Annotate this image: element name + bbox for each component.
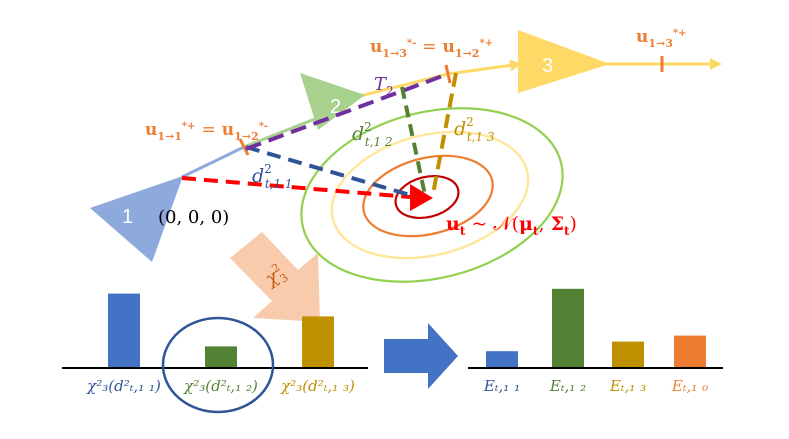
triangles: 1 2 3 xyxy=(90,30,610,262)
uncertainty-ellipses xyxy=(300,107,564,283)
energy-bar-label-3: Eₜ,₁ ₃ xyxy=(609,377,646,395)
chi-bar-label-2: χ²₃(d²ₜ,₁ ₂) xyxy=(183,377,258,395)
distance-lines xyxy=(181,72,458,199)
dash-blue xyxy=(245,145,411,197)
energy-bar-1 xyxy=(486,351,518,368)
chi-bar-label-3: χ²₃(d²ₜ,₁ ₃) xyxy=(280,377,355,395)
current-position-marker xyxy=(410,184,433,211)
traj-seg-yellow-2 xyxy=(447,59,522,76)
traj-seg-blue xyxy=(181,145,245,179)
u-equal-23-label: u1→3*-=u1→2*+ xyxy=(370,37,493,60)
chi-bar-label-1: χ²₃(d²ₜ,₁ ₁) xyxy=(86,377,161,395)
triangle-2-label: 2 xyxy=(330,96,341,118)
energy-bar-3 xyxy=(612,341,644,368)
energy-bars: Eₜ,₁ ₁ Eₜ,₁ ₂ Eₜ,₁ ₃ Eₜ,₁ ₀ xyxy=(483,288,708,395)
energy-bar-4 xyxy=(674,335,706,368)
dash-purple xyxy=(245,73,446,151)
energy-bar-label-4: Eₜ,₁ ₀ xyxy=(671,377,708,395)
tick-1 xyxy=(238,138,250,156)
u-13-plus-label: u1→3*+ xyxy=(636,27,687,50)
triangle-1 xyxy=(90,176,183,262)
dash-red xyxy=(181,176,411,199)
chi-square-arrow-shape xyxy=(230,232,320,322)
energy-bar-2 xyxy=(552,288,584,368)
ut-distribution-label: ut ~ 𝒩(μt, Σt) xyxy=(446,213,577,238)
triangle-3 xyxy=(518,30,610,93)
origin-label: (0, 0, 0) xyxy=(158,207,229,228)
triangle-1-label: 1 xyxy=(122,206,133,228)
T2-label: T2 xyxy=(374,74,394,98)
chi-bar-3 xyxy=(302,316,334,368)
ellipse-orange xyxy=(362,154,494,238)
chi-square-bars: χ²₃(d²ₜ,₁ ₁) χ²₃(d²ₜ,₁ ₂) χ²₃(d²ₜ,₁ ₃) xyxy=(86,293,355,395)
triangle-2 xyxy=(300,73,365,130)
trajectory xyxy=(181,56,722,179)
selected-bar-highlight xyxy=(161,316,275,414)
chi-bar-1 xyxy=(108,293,140,368)
tick-2 xyxy=(444,64,452,84)
big-right-arrow xyxy=(384,323,458,389)
ellipse-green xyxy=(300,107,564,283)
energy-bar-label-1: Eₜ,₁ ₁ xyxy=(483,377,520,395)
u-equal-12-label: u1→1*+=u1→2*- xyxy=(145,120,268,143)
chi-square-arrow: χ23 xyxy=(230,232,320,322)
ellipse-yellow xyxy=(330,130,530,260)
triangle-3-label: 3 xyxy=(542,55,553,77)
chi-bar-2 xyxy=(205,346,237,368)
ellipse-darkred xyxy=(394,175,460,219)
energy-bar-label-2: Eₜ,₁ ₂ xyxy=(549,377,586,395)
